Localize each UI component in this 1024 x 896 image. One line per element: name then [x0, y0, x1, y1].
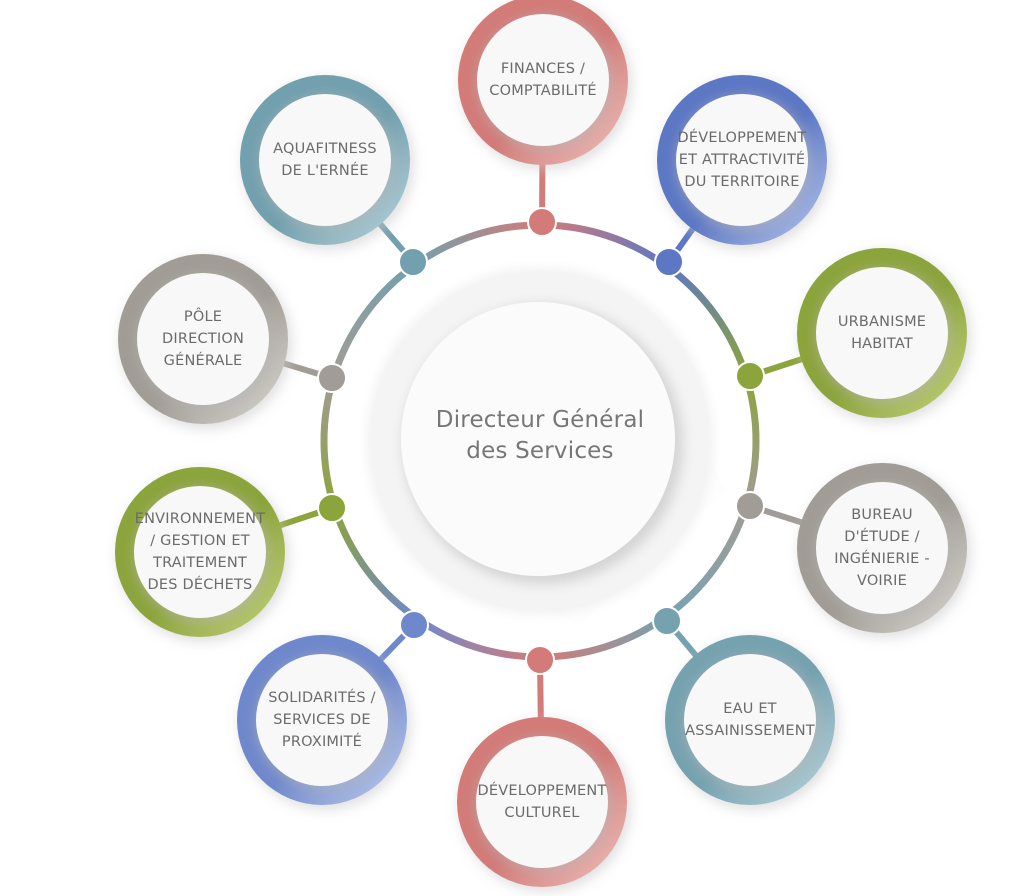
node-environnement	[115, 467, 333, 642]
node-bureau-etude	[749, 463, 971, 638]
ring-segment	[664, 262, 750, 379]
node-developpement-territoire	[657, 75, 831, 264]
node-developpement-culturel	[457, 659, 631, 892]
node-urbanisme	[749, 248, 971, 423]
ring-dot	[735, 361, 765, 391]
ring-segment	[541, 221, 669, 269]
ring-dot	[399, 610, 429, 640]
node-inner-disc	[256, 654, 388, 786]
ring-segment	[331, 506, 420, 623]
ring-dot	[525, 645, 555, 675]
node-inner-disc	[476, 736, 608, 868]
ring-segment	[539, 614, 667, 661]
node-inner-disc	[816, 267, 948, 399]
ring-segment	[662, 503, 750, 621]
node-inner-disc	[684, 654, 816, 786]
node-inner-disc	[134, 486, 266, 618]
node-inner-disc	[259, 94, 391, 226]
node-inner-disc	[676, 94, 808, 226]
center-node	[368, 269, 725, 626]
node-inner-disc	[477, 14, 609, 146]
node-solidarites	[237, 622, 417, 810]
ring-segment	[412, 221, 543, 268]
ring-dot	[398, 247, 428, 277]
ring-dot	[317, 363, 347, 393]
node-finances	[458, 0, 632, 223]
center-inner-disc	[401, 302, 675, 576]
ring-segment	[742, 376, 760, 506]
ring-dot	[527, 207, 557, 237]
node-eau	[664, 619, 839, 810]
node-aquafitness	[240, 75, 416, 264]
ring-dot	[317, 493, 347, 523]
ring-segment	[329, 261, 418, 380]
ring-dot	[654, 247, 684, 277]
ring-dot	[735, 491, 765, 521]
node-inner-disc	[816, 482, 948, 614]
ring-segment	[320, 377, 338, 509]
ring-dot	[652, 606, 682, 636]
node-pole-direction	[118, 254, 333, 429]
node-inner-disc	[137, 273, 269, 405]
ring-segment	[415, 616, 541, 661]
